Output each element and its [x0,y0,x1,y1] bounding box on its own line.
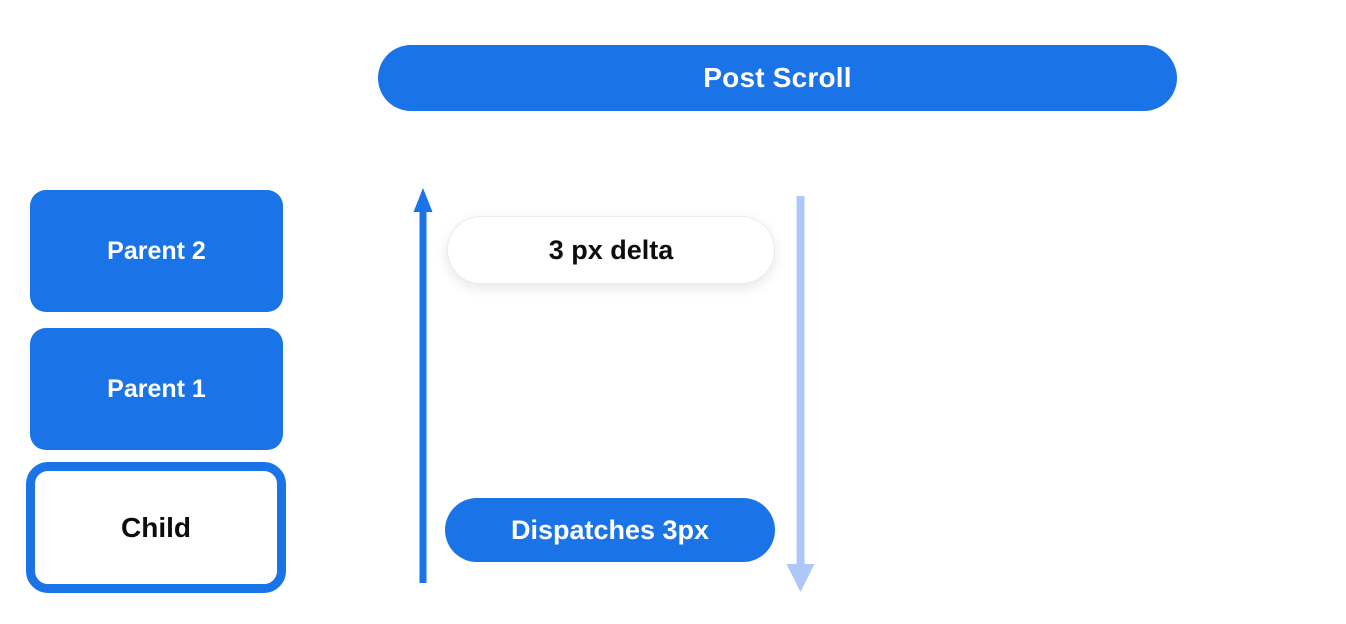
delta-label: 3 px delta [548,234,674,265]
delta-pill: 3 px delta [447,216,775,284]
parent-2-box: Parent 2 [30,190,283,312]
parent-1-label: Parent 1 [107,374,206,403]
dispatch-label: Dispatches 3px [510,514,710,545]
post-scroll-pill: Post Scroll [378,45,1177,111]
parent-1-box: Parent 1 [30,328,283,450]
parent-2-label: Parent 2 [107,236,206,265]
child-label: Child [121,511,191,543]
up-arrow-icon [413,188,433,583]
post-scroll-label: Post Scroll [703,62,852,93]
dispatch-pill: Dispatches 3px [445,498,775,562]
down-arrow-icon [786,196,815,592]
child-box: Child [26,462,286,593]
